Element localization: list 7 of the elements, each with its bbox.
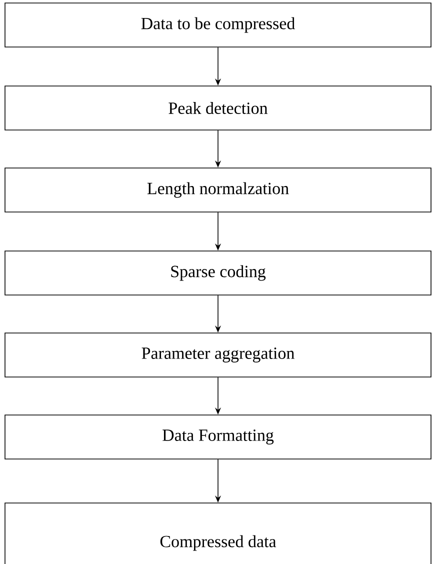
process-box: Data to be compressed bbox=[4, 2, 432, 48]
process-box: Length normalzation bbox=[4, 168, 432, 212]
process-box: Compressed data bbox=[4, 502, 432, 564]
process-box: Parameter aggregation bbox=[4, 332, 432, 378]
process-box: Sparse coding bbox=[4, 250, 432, 296]
process-box: Data Formatting bbox=[4, 414, 432, 460]
process-box: Peak detection bbox=[4, 86, 432, 130]
